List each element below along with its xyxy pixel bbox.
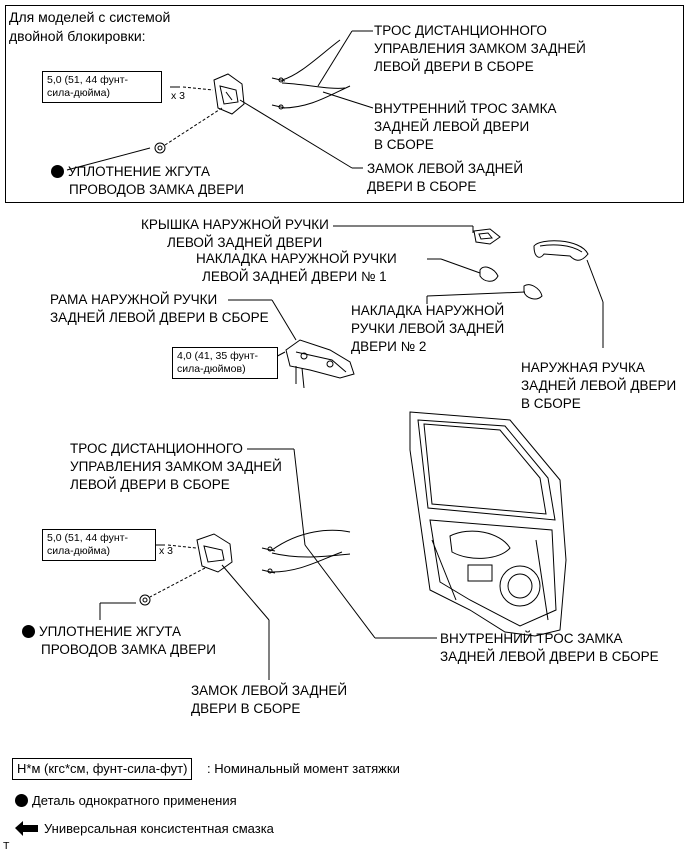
bottom-quantity: x 3 xyxy=(159,545,174,557)
pad2-label-3: ДВЕРИ № 2 xyxy=(351,339,427,354)
grease-arrow-icon xyxy=(15,821,38,836)
bottom-remote-cable-label-1: ТРОС ДИСТАНЦИОННОГО xyxy=(70,441,243,456)
handle-cover-label-2: ЛЕВОЙ ЗАДНЕЙ ДВЕРИ xyxy=(167,235,323,250)
footer-mark: T xyxy=(3,840,10,852)
outside-handle-label-3: В СБОРЕ xyxy=(521,396,581,411)
top-inner-cable-label-1: ВНУТРЕННИЙ ТРОС ЗАМКА xyxy=(374,101,557,116)
top-inner-cable-label-3: В СБОРЕ xyxy=(374,137,434,152)
handle-frame-label-1: РАМА НАРУЖНОЙ РУЧКИ xyxy=(50,292,218,307)
bottom-torque-value: 5,0 (51, 44 фунт- xyxy=(47,532,128,544)
top-lock-label-2: ДВЕРИ В СБОРЕ xyxy=(367,179,477,194)
top-quantity: x 3 xyxy=(171,90,186,102)
bottom-seal-label-1: УПЛОТНЕНИЕ ЖГУТА xyxy=(22,623,181,641)
pad1-label-2: ЛЕВОЙ ЗАДНЕЙ ДВЕРИ № 1 xyxy=(202,269,387,284)
bottom-torque-box: 5,0 (51, 44 фунт- сила-дюйма) xyxy=(42,529,156,561)
top-seal-label-2: ПРОВОДОВ ЗАМКА ДВЕРИ xyxy=(69,182,244,197)
legend-torque-units: Н*м (кгс*см, фунт-сила-фут) xyxy=(17,761,188,776)
top-inner-cable-label-2: ЗАДНЕЙ ЛЕВОЙ ДВЕРИ xyxy=(374,119,530,134)
top-remote-cable-label-2: УПРАВЛЕНИЯ ЗАМКОМ ЗАДНЕЙ xyxy=(374,41,586,56)
top-torque-units: сила-дюйма) xyxy=(47,87,110,99)
outside-handle-label-2: ЗАДНЕЙ ЛЕВОЙ ДВЕРИ xyxy=(521,378,677,393)
bottom-remote-cable-label-3: ЛЕВОЙ ДВЕРИ В СБОРЕ xyxy=(70,477,230,492)
legend-grease-text: Универсальная консистентная смазка xyxy=(44,821,274,836)
handle-frame-label-2: ЗАДНЕЙ ЛЕВОЙ ДВЕРИ В СБОРЕ xyxy=(50,310,269,325)
handle-frame-torque-units: сила-дюймов) xyxy=(177,363,246,375)
bottom-seal-label-2: ПРОВОДОВ ЗАМКА ДВЕРИ xyxy=(41,642,216,657)
top-seal-label-1: УПЛОТНЕНИЕ ЖГУТА xyxy=(51,163,210,181)
bottom-remote-cable-label-2: УПРАВЛЕНИЯ ЗАМКОМ ЗАДНЕЙ xyxy=(70,459,282,474)
handle-cover-label-1: КРЫШКА НАРУЖНОЙ РУЧКИ xyxy=(141,217,329,232)
non-reusable-icon xyxy=(15,794,28,807)
handle-frame-torque-box: 4,0 (41, 35 фунт- сила-дюймов) xyxy=(172,347,278,379)
double-lock-section-frame xyxy=(5,5,684,203)
bottom-inner-cable-label-2: ЗАДНЕЙ ЛЕВОЙ ДВЕРИ В СБОРЕ xyxy=(440,649,659,664)
section-title-line1: Для моделей с системой xyxy=(9,9,171,25)
top-torque-value: 5,0 (51, 44 фунт- xyxy=(47,74,128,86)
bottom-inner-cable-label-1: ВНУТРЕННИЙ ТРОС ЗАМКА xyxy=(440,631,623,646)
non-reusable-icon xyxy=(22,625,35,638)
top-lock-label-1: ЗАМОК ЛЕВОЙ ЗАДНЕЙ xyxy=(367,161,524,176)
legend-torque-box: Н*м (кгс*см, фунт-сила-фут) xyxy=(12,758,193,780)
non-reusable-icon xyxy=(51,165,64,178)
outside-handle-label-1: НАРУЖНАЯ РУЧКА xyxy=(521,360,645,375)
pad2-label-2: РУЧКИ ЛЕВОЙ ЗАДНЕЙ xyxy=(351,321,505,336)
section-title-line2: двойной блокировки: xyxy=(9,28,146,44)
legend-torque-text: : Номинальный момент затяжки xyxy=(207,761,400,776)
legend-nonreusable: Деталь однократного применения xyxy=(15,792,237,810)
pad2-label-1: НАКЛАДКА НАРУЖНОЙ xyxy=(351,303,505,318)
top-remote-cable-label-3: ЛЕВОЙ ДВЕРИ В СБОРЕ xyxy=(374,59,534,74)
bottom-torque-units: сила-дюйма) xyxy=(47,545,110,557)
handle-frame-torque-value: 4,0 (41, 35 фунт- xyxy=(177,350,258,362)
top-remote-cable-label-1: ТРОС ДИСТАНЦИОННОГО xyxy=(374,23,547,38)
bottom-lock-label-2: ДВЕРИ В СБОРЕ xyxy=(191,701,301,716)
pad1-label-1: НАКЛАДКА НАРУЖНОЙ РУЧКИ xyxy=(196,251,397,266)
bottom-lock-label-1: ЗАМОК ЛЕВОЙ ЗАДНЕЙ xyxy=(191,683,348,698)
top-torque-box: 5,0 (51, 44 фунт- сила-дюйма) xyxy=(42,71,162,103)
